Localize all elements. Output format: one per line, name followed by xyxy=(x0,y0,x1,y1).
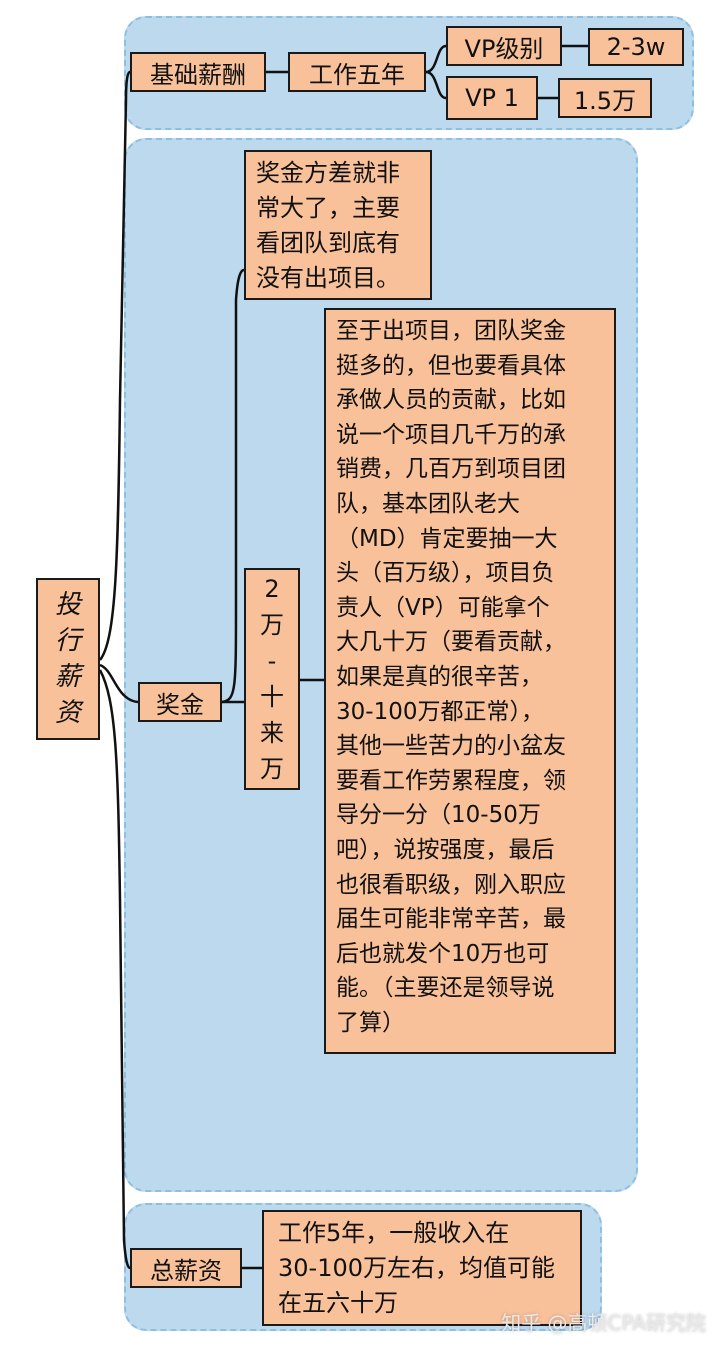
bonus-detail-line: 届生可能非常辛苦，最 xyxy=(336,906,566,933)
bonus-detail-line: 如果是真的很辛苦， xyxy=(336,663,543,690)
bonus-detail-line: 承做人员的贡献，比如 xyxy=(336,387,566,414)
bonus-note-node: 奖金方差就非 常大了，主要 看团队到底有 没有出项目。 xyxy=(244,150,432,300)
bonus-detail-node: 至于出项目，团队奖金 挺多的，但也要看具体 承做人员的贡献，比如 说一个项目几千… xyxy=(324,308,616,1054)
bonus-detail-line: 了算） xyxy=(336,1009,405,1036)
bonus-note-line: 奖金方差就非 xyxy=(256,159,400,187)
bonus-range-char: - xyxy=(267,647,277,675)
bonus-detail-line: 导分一分（10-50万 xyxy=(336,802,541,829)
root-char: 投 xyxy=(54,590,81,620)
bonus-detail-line: 头（百万级），项目负 xyxy=(336,560,555,587)
watermark-text: 知乎 @高顿CPA研究院 xyxy=(501,1311,706,1335)
vp-level-value-node: 2-3w xyxy=(588,28,684,66)
base-salary-node: 基础薪酬 xyxy=(130,52,266,92)
root-node: 投 行 薪 资 xyxy=(36,578,100,740)
total-salary-node: 总薪资 xyxy=(130,1248,242,1288)
bonus-range-char: 来 xyxy=(260,719,284,747)
bonus-detail-line: 销费，几百万到项目团 xyxy=(336,456,566,483)
bonus-note-line: 常大了，主要 xyxy=(256,194,400,222)
bonus-range-char: 万 xyxy=(260,755,284,783)
total-detail-line: 30-100万左右，均值可能 xyxy=(278,1254,556,1282)
bonus-detail-line: 大几十万（要看贡献， xyxy=(336,629,566,656)
root-char: 薪 xyxy=(54,662,81,692)
bonus-detail-line: 其他一些苦力的小盆友 xyxy=(336,733,566,760)
bonus-detail-line: 要看工作劳累程度，领 xyxy=(336,767,566,794)
vp-level-node: VP级别 xyxy=(446,26,562,66)
bonus-detail-line: 责人（VP）可能拿个 xyxy=(336,594,550,621)
bonus-range-char: 2 xyxy=(264,575,280,603)
bonus-detail-line: 也很看职级，刚入职应 xyxy=(336,871,566,898)
vp1-node: VP 1 xyxy=(446,76,538,120)
bonus-detail-line: 能。（主要还是领导说 xyxy=(336,975,555,1002)
bonus-range-char: 十 xyxy=(260,683,284,711)
bonus-detail-line: （MD）肯定要抽一大 xyxy=(336,525,558,552)
bonus-detail-line: 至于出项目，团队奖金 xyxy=(336,318,566,344)
bonus-detail-line: 说一个项目几千万的承 xyxy=(336,421,566,448)
bonus-detail-line: 30-100万都正常）， xyxy=(336,698,544,725)
bonus-note-line: 没有出项目。 xyxy=(256,264,400,292)
bonus-note-line: 看团队到底有 xyxy=(256,229,400,257)
total-detail-line: 在五六十万 xyxy=(278,1289,398,1317)
total-detail-line: 工作5年，一般收入在 xyxy=(278,1219,510,1247)
root-char: 资 xyxy=(54,698,81,728)
bonus-range-char: 万 xyxy=(260,611,284,639)
bonus-detail-line: 挺多的，但也要看具体 xyxy=(336,352,566,379)
bonus-detail-line: 后也就发个10万也可 xyxy=(336,940,550,967)
bonus-detail-line: 吧），说按强度，最后 xyxy=(336,836,555,863)
total-salary-detail-node: 工作5年，一般收入在 30-100万左右，均值可能 在五六十万 xyxy=(262,1210,582,1326)
bonus-detail-line: 队，基本团队老大 xyxy=(336,490,520,517)
root-char: 行 xyxy=(54,626,81,656)
bonus-range-node: 2 万 - 十 来 万 xyxy=(244,568,300,790)
bonus-node: 奖金 xyxy=(138,682,222,722)
vp1-value-node: 1.5万 xyxy=(558,78,652,118)
work-five-years-node: 工作五年 xyxy=(288,52,426,92)
